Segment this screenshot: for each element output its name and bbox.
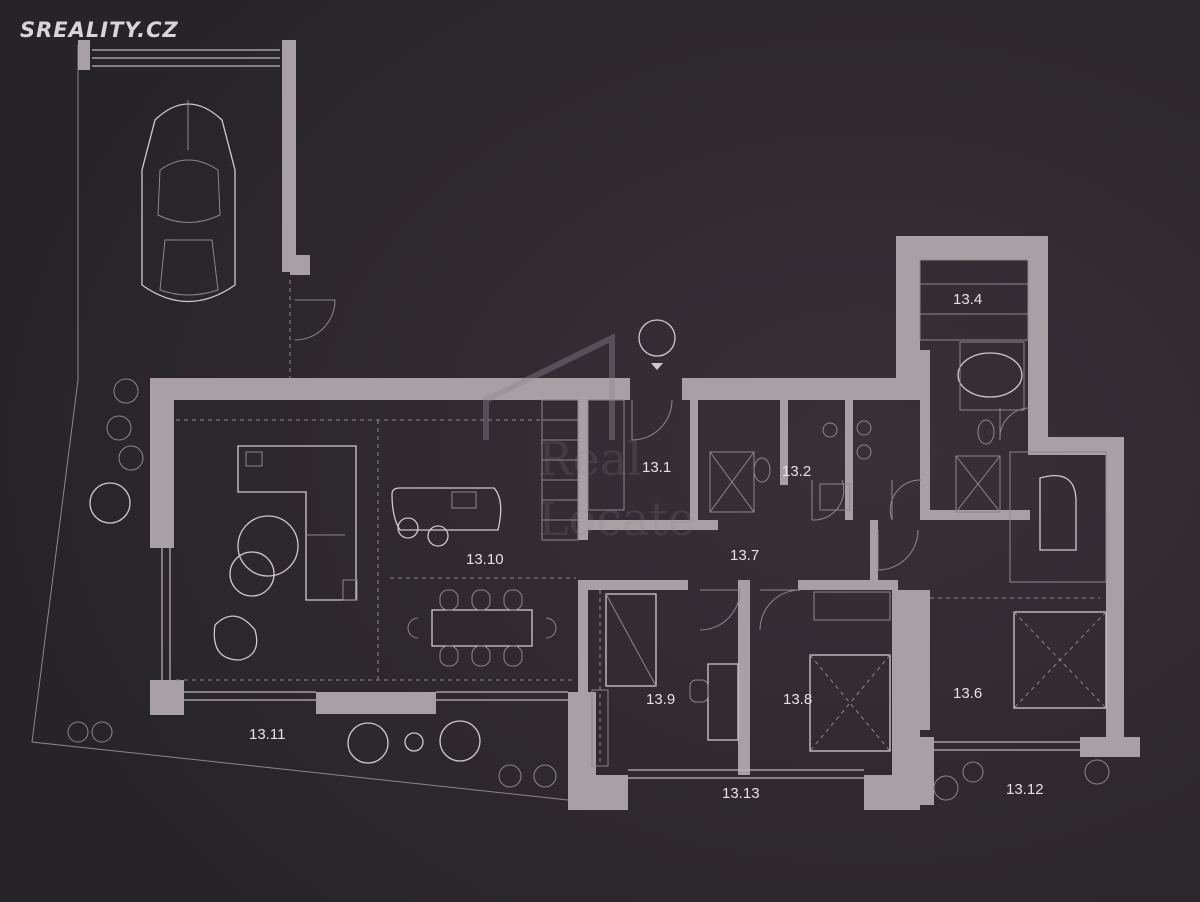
bathroom-fixtures-icon [709,259,1029,513]
car-icon [141,100,236,303]
beds-icon [605,593,1107,752]
patio-furniture-icon [347,720,481,764]
room-label-13-11: 13.11 [249,726,285,743]
room-label-13-10: 13.10 [466,551,504,568]
room-label-13-6: 13.6 [953,685,982,702]
room-label-13-4: 13.4 [953,291,982,308]
garden-boundary [31,45,569,801]
entrance-marker-icon [638,319,676,370]
kitchen-island-icon [391,487,502,547]
watermark-logo: Real Locate [483,333,695,546]
sreality-logo[interactable]: SREALITY.CZ [20,18,179,42]
room-label-13-9: 13.9 [646,691,675,708]
room-label-13-1: 13.1 [642,459,671,476]
room-label-13-2: 13.2 [782,463,811,480]
room-label-13-13: 13.13 [722,785,760,802]
coffee-tables-icon [229,515,299,597]
window-lines [161,419,1100,779]
room-label-13-12: 13.12 [1006,781,1044,798]
carport [78,40,336,380]
stairs-icon [541,399,625,541]
interior-walls [578,350,1030,775]
sofa-icon [237,445,358,601]
garden-plants-icon [67,378,1110,801]
wardrobes-icon [591,451,1107,767]
room-label-13-8: 13.8 [783,691,812,708]
room-labels: 13.1 13.2 13.4 13.6 13.7 13.8 13.9 13.10… [249,291,1044,802]
armchair-icon [213,615,258,661]
watermark-line2: Locate [538,492,695,546]
watermark-line1: Real [538,432,642,486]
dining-table-icon [407,589,557,667]
room-label-13-7: 13.7 [730,547,759,564]
